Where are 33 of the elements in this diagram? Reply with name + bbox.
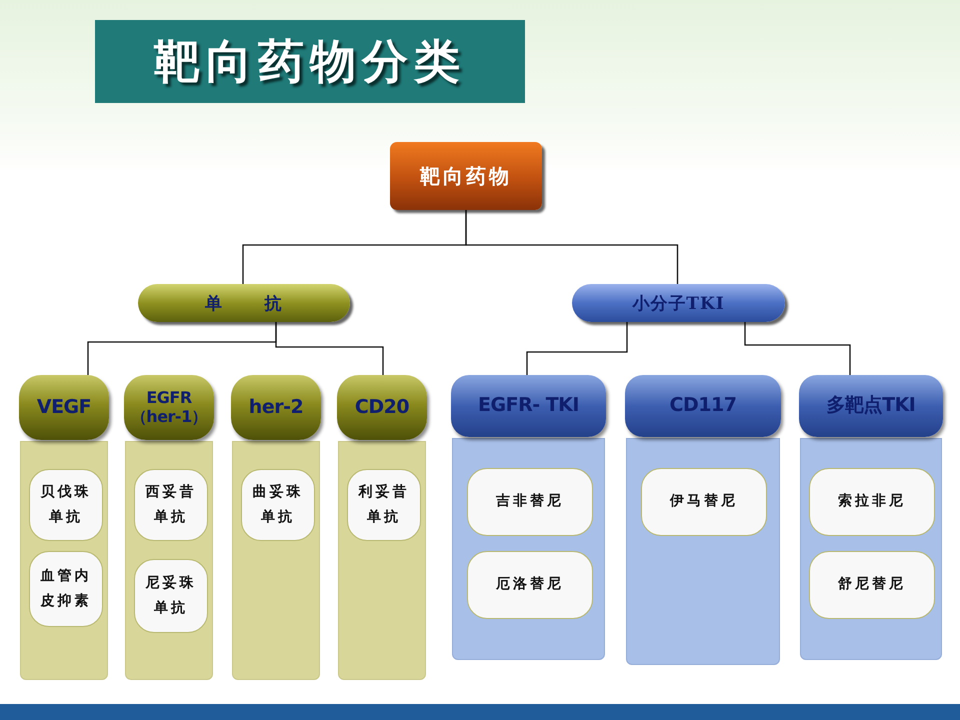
drug-box: 索拉非尼 [809,468,935,536]
drug-box: 尼妥珠单抗 [134,559,208,633]
category-header: CD117 [625,375,781,437]
connector-line [526,322,628,375]
category-pill: 小分子TKI [572,284,785,322]
category-header: EGFR（her-1） [124,375,214,440]
column-panel [338,441,426,680]
category-header: CD20 [337,375,427,440]
drug-box: 西妥昔单抗 [134,469,208,541]
column-panel [452,438,605,660]
category-header: her-2 [231,375,321,440]
category-header: EGFR- TKI [451,375,606,437]
drug-box: 舒尼替尼 [809,551,935,619]
root-box: 靶向药物 [390,142,542,210]
column-panel [20,441,108,680]
drug-box: 厄洛替尼 [467,551,593,619]
drug-box: 伊马替尼 [641,468,767,536]
column-panel [800,438,942,660]
connector-line [465,210,678,284]
drug-box: 血管内皮抑素 [29,551,103,627]
drug-box: 贝伐珠单抗 [29,469,103,541]
category-header: 多靶点TKI [799,375,943,437]
column-panel [125,441,213,680]
drug-box: 曲妥珠单抗 [241,469,315,541]
drug-box: 利妥昔单抗 [347,469,421,541]
connector-line [744,322,851,375]
drug-box: 吉非替尼 [467,468,593,536]
connector-line [275,322,384,375]
column-panel [232,441,320,680]
category-pill: 单 抗 [138,284,350,322]
title-banner: 靶向药物分类 [95,20,525,103]
column-panel [626,438,780,665]
category-header: VEGF [19,375,109,440]
